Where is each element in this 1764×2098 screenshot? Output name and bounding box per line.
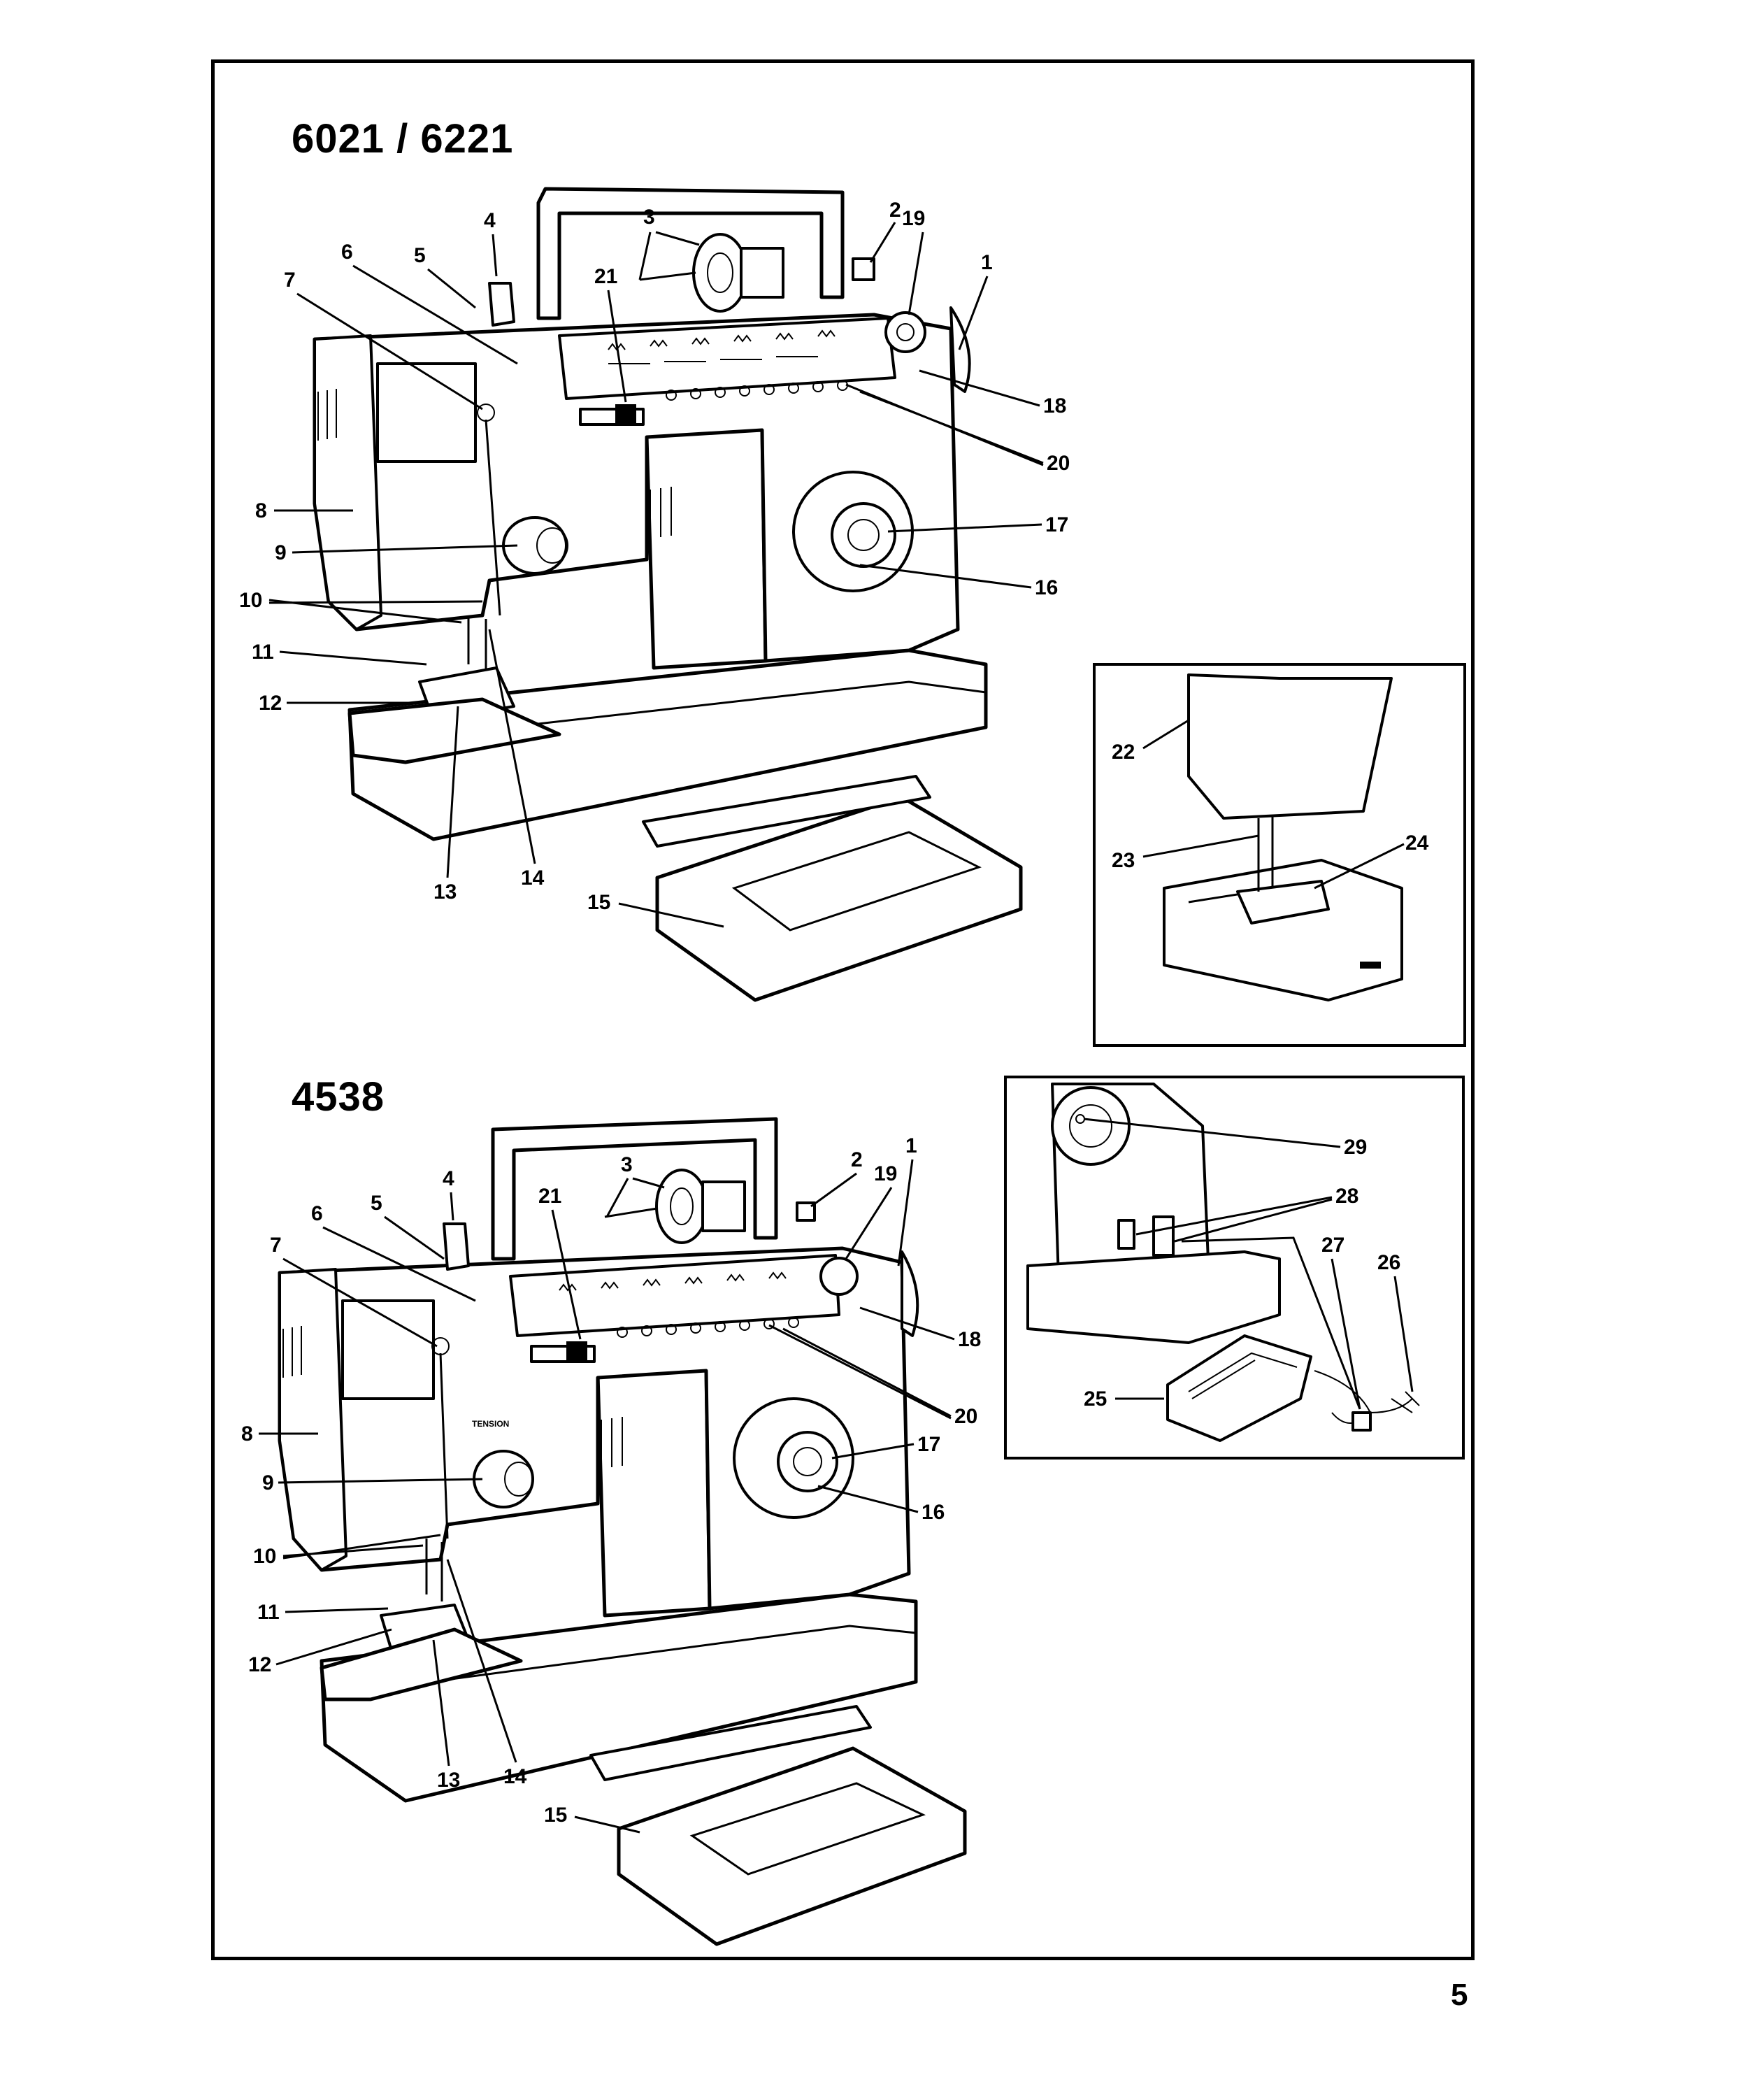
callout-inset-25: 25 — [1084, 1387, 1107, 1411]
callout-bottom-1: 1 — [905, 1134, 917, 1157]
machine-top — [313, 187, 1023, 1002]
callout-top-5: 5 — [414, 244, 426, 267]
callout-bottom-12: 12 — [248, 1653, 271, 1676]
callout-bottom-13: 13 — [437, 1769, 460, 1792]
callout-top-12: 12 — [259, 692, 282, 715]
callout-top-6: 6 — [341, 241, 353, 264]
slider-knob — [615, 404, 636, 425]
callout-top-13: 13 — [433, 880, 457, 904]
callout-top-14: 14 — [521, 866, 545, 890]
machine-pillar — [645, 424, 768, 670]
callout-top-18: 18 — [1043, 394, 1066, 418]
callout-bottom-16: 16 — [922, 1501, 945, 1524]
thread-guide — [488, 282, 515, 327]
callout-bottom-17: 17 — [917, 1433, 940, 1456]
callout-inset-26: 26 — [1377, 1251, 1400, 1274]
page-frame: 6021 / 6221 4538 — [211, 59, 1475, 1960]
callout-inset-22: 22 — [1112, 741, 1135, 764]
callout-top-8: 8 — [255, 499, 267, 522]
callout-bottom-3: 3 — [621, 1153, 633, 1176]
callout-top-1: 1 — [981, 251, 993, 274]
callout-inset-23: 23 — [1112, 849, 1135, 872]
callout-top-16: 16 — [1035, 576, 1058, 599]
spool-top — [692, 233, 748, 313]
carry-handle — [536, 187, 845, 320]
model-title-bottom: 4538 — [292, 1074, 385, 1120]
callout-top-3: 3 — [643, 206, 655, 229]
inset-foot-control: 25 26 27 28 29 — [1004, 1076, 1465, 1460]
pattern-panel — [558, 317, 896, 400]
spool-bottom — [655, 1169, 708, 1244]
pattern-panel-bottom — [509, 1254, 840, 1337]
page-number: 5 — [1451, 1978, 1468, 2012]
front-window-bottom — [341, 1299, 435, 1400]
spool-holder — [740, 247, 784, 299]
callout-top-2: 2 — [889, 199, 901, 222]
head-end-panel — [313, 334, 382, 631]
callout-bottom-15: 15 — [544, 1804, 567, 1827]
model-title-top: 6021 / 6221 — [292, 116, 514, 162]
callout-top-10: 10 — [239, 589, 262, 612]
foot-control-pedal — [1166, 1334, 1312, 1442]
callouts-bottom: 1 2 3 4 5 6 7 8 9 10 11 12 13 14 15 16 1… — [241, 1134, 981, 1834]
callout-bottom-8: 8 — [241, 1422, 253, 1446]
callout-top-20: 20 — [1047, 452, 1070, 475]
callout-bottom-2: 2 — [851, 1148, 863, 1171]
callout-bottom-10: 10 — [253, 1545, 276, 1568]
pattern-buttons — [666, 380, 848, 401]
callout-inset-29: 29 — [1344, 1136, 1367, 1159]
callout-top-11: 11 — [252, 641, 274, 664]
callout-bottom-21: 21 — [538, 1185, 561, 1208]
callout-bottom-20: 20 — [954, 1405, 977, 1428]
callout-top-4: 4 — [484, 209, 496, 232]
callout-bottom-19: 19 — [874, 1162, 897, 1185]
callout-bottom-4: 4 — [443, 1167, 454, 1190]
base-foot — [642, 775, 931, 848]
callout-bottom-7: 7 — [270, 1234, 282, 1257]
callout-inset-24: 24 — [1405, 832, 1429, 855]
callout-bottom-11: 11 — [257, 1601, 280, 1624]
callout-top-9: 9 — [275, 541, 287, 564]
callout-top-19: 19 — [902, 207, 925, 230]
callouts-top: 1 2 3 4 5 6 7 8 9 10 11 12 13 14 15 16 1… — [239, 199, 1070, 928]
front-window — [376, 362, 477, 463]
callout-top-17: 17 — [1045, 513, 1068, 536]
callout-inset-27: 27 — [1321, 1234, 1344, 1257]
tension-dial-bottom — [473, 1450, 534, 1508]
accessory-box-bottom — [617, 1746, 967, 1946]
reverse-button — [884, 311, 926, 353]
carry-handle-bottom — [491, 1117, 778, 1261]
callout-top-15: 15 — [587, 891, 610, 914]
callout-bottom-14: 14 — [503, 1765, 527, 1788]
callout-top-7: 7 — [284, 269, 296, 292]
machine-pillar-bottom — [596, 1365, 712, 1618]
callout-bottom-18: 18 — [958, 1328, 981, 1351]
callout-top-21: 21 — [594, 265, 617, 288]
inset-needle-area: 22 23 24 — [1093, 663, 1466, 1047]
callout-inset-28: 28 — [1335, 1185, 1358, 1208]
tension-label: TENSION — [472, 1419, 509, 1429]
reverse-button-bottom — [819, 1257, 859, 1296]
callout-bottom-9: 9 — [262, 1471, 274, 1494]
callout-bottom-6: 6 — [311, 1202, 323, 1225]
machine-bottom: TENSION — [278, 1117, 967, 1946]
callout-bottom-5: 5 — [371, 1192, 382, 1215]
